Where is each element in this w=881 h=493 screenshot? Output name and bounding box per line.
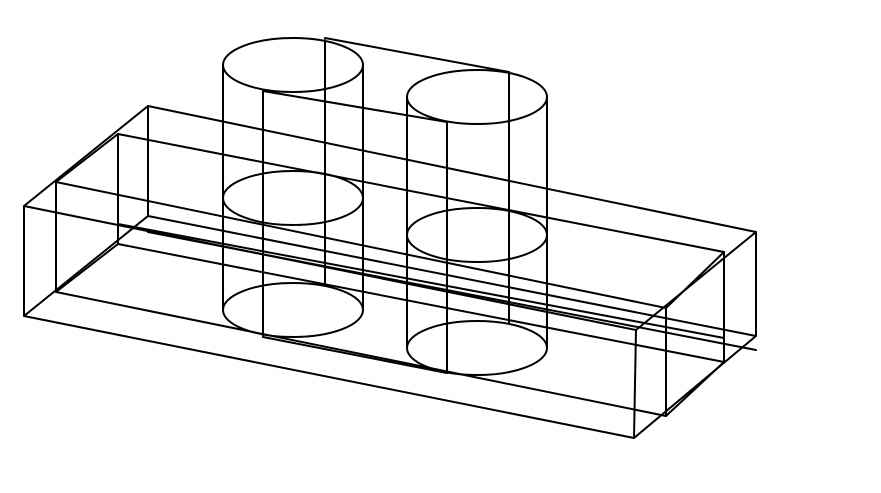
base-block-inner-edge xyxy=(665,251,725,309)
cylinder-left xyxy=(222,37,364,338)
tangent-connectors xyxy=(262,37,510,374)
cylinder-right xyxy=(406,69,548,376)
tangent-line xyxy=(262,336,448,374)
cylinder-left-mid-ellipse xyxy=(222,170,364,226)
base-block-hidden-edge xyxy=(147,215,757,337)
cylinder-left-top-ellipse xyxy=(222,37,364,93)
base-block-inner-edge xyxy=(117,243,725,363)
base-block-edge xyxy=(633,329,637,439)
base-block-inner-edge xyxy=(55,133,119,183)
tangent-line xyxy=(262,90,448,123)
base-block-mid-edge xyxy=(147,231,757,351)
tangent-line xyxy=(324,37,510,73)
base-block-edge xyxy=(635,231,757,331)
cylinder-right-bottom-ellipse xyxy=(406,320,548,376)
base-block-mid-edge xyxy=(117,223,725,339)
cylinder-right-mid-ellipse xyxy=(406,207,548,263)
base-block xyxy=(23,105,757,439)
base-block-inner-edge xyxy=(665,361,725,417)
base-block-hidden-edge xyxy=(23,215,149,317)
base-block-inner-edge xyxy=(55,181,667,309)
base-block-outline xyxy=(23,105,757,439)
cylinder-right-top-ellipse xyxy=(406,69,548,125)
base-block-inner-edge xyxy=(55,243,119,293)
base-block-inner-edge xyxy=(55,291,667,417)
cylinder-left-bottom-ellipse xyxy=(222,282,364,338)
base-block-inner-edge xyxy=(117,133,725,253)
